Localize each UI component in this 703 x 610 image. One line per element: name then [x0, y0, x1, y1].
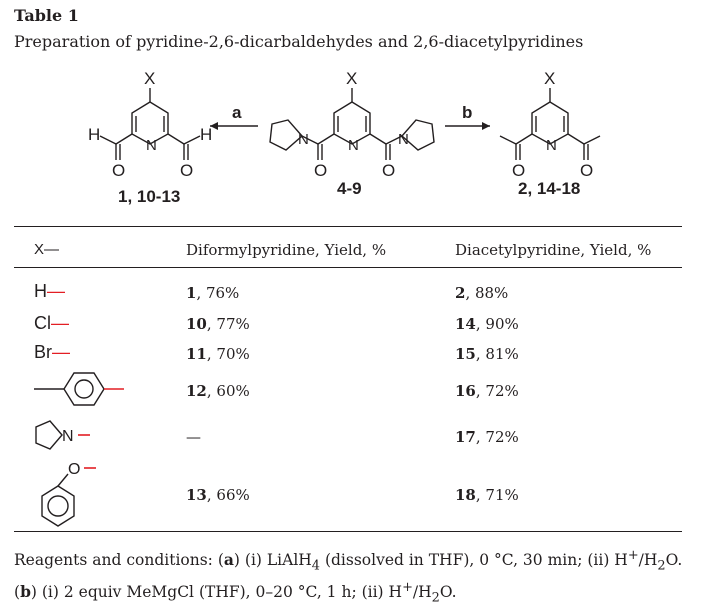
arrow-a-label: a: [232, 103, 242, 122]
diformyl-cell-2: 10, 77%: [186, 315, 250, 333]
atom-x-right: X: [544, 69, 555, 88]
arrow-b-label: b: [462, 103, 472, 122]
diformyl-cell-1: 1, 76%: [186, 284, 240, 302]
compound-label-left: 1, 10-13: [118, 187, 180, 206]
atom-o-left-1: O: [112, 161, 125, 180]
atom-n-right: N: [546, 137, 557, 154]
diacetyl-cell-2: 14, 90%: [455, 315, 519, 333]
diacetyl-cell-6: 18, 71%: [455, 486, 519, 504]
atom-o-center-1: O: [314, 161, 327, 180]
svg-text:O: O: [68, 461, 80, 478]
header-diacetyl: Diacetylpyridine, Yield, %: [455, 241, 652, 259]
bottom-rule: [14, 531, 682, 532]
diacetyl-cell-3: 15, 81%: [455, 345, 519, 363]
x-pyrrolidinyl-structure: N: [35, 420, 90, 450]
footnote-line-b: (b) (i) 2 equiv MeMgCl (THF), 0–20 °C, 1…: [14, 580, 457, 606]
atom-n-left: N: [146, 137, 157, 154]
atom-n-pyrr-right: N: [398, 131, 409, 148]
table-caption: Preparation of pyridine-2,6-dicarbaldehy…: [14, 32, 584, 51]
compound-label-center: 4-9: [337, 179, 362, 198]
diacetyl-cell-4: 16, 72%: [455, 382, 519, 400]
atom-x-left: X: [144, 69, 155, 88]
diformyl-cell-3: 11, 70%: [186, 345, 250, 363]
table-footnote: Reagents and conditions: (a) (i) LiAlH4 …: [14, 545, 694, 610]
atom-n-center: N: [348, 137, 359, 154]
diformyl-cell-6: 13, 66%: [186, 486, 250, 504]
atom-n-pyrr-left: N: [298, 131, 309, 148]
footnote-line-a: Reagents and conditions: (a) (i) LiAlH4 …: [14, 548, 683, 574]
header-rule: [14, 267, 682, 268]
atom-h-left-1: H: [88, 125, 100, 144]
bisamide-structure: [269, 88, 435, 160]
compound-label-right: 2, 14-18: [518, 179, 580, 198]
header-x: X—: [34, 241, 60, 258]
atom-o-right-1: O: [512, 161, 525, 180]
header-diformyl: Diformylpyridine, Yield, %: [186, 241, 387, 259]
diformyl-cell-5: —: [186, 428, 201, 446]
atom-o-right-2: O: [580, 161, 593, 180]
x-chlorine: Cl—: [34, 313, 69, 333]
diacetyl-structure: [499, 88, 601, 160]
atom-x-center: X: [346, 69, 357, 88]
dialdehyde-structure: [99, 88, 201, 160]
x-tolyl-structure: [34, 372, 124, 406]
diacetyl-cell-5: 17, 72%: [455, 428, 519, 446]
table-title: Table 1: [14, 6, 79, 25]
atom-o-left-2: O: [180, 161, 193, 180]
diacetyl-cell-1: 2, 88%: [455, 284, 509, 302]
top-rule: [14, 226, 682, 227]
svg-text:N: N: [62, 428, 74, 445]
x-phenoxy-structure: O: [41, 461, 96, 527]
diformyl-cell-4: 12, 60%: [186, 382, 250, 400]
atom-o-center-2: O: [382, 161, 395, 180]
x-bromine: Br—: [34, 342, 70, 362]
atom-h-left-2: H: [200, 125, 212, 144]
x-hydrogen: H—: [34, 281, 65, 301]
reaction-scheme: X N H H O O X N N N O O X N O O a b 1, 1…: [88, 69, 601, 206]
